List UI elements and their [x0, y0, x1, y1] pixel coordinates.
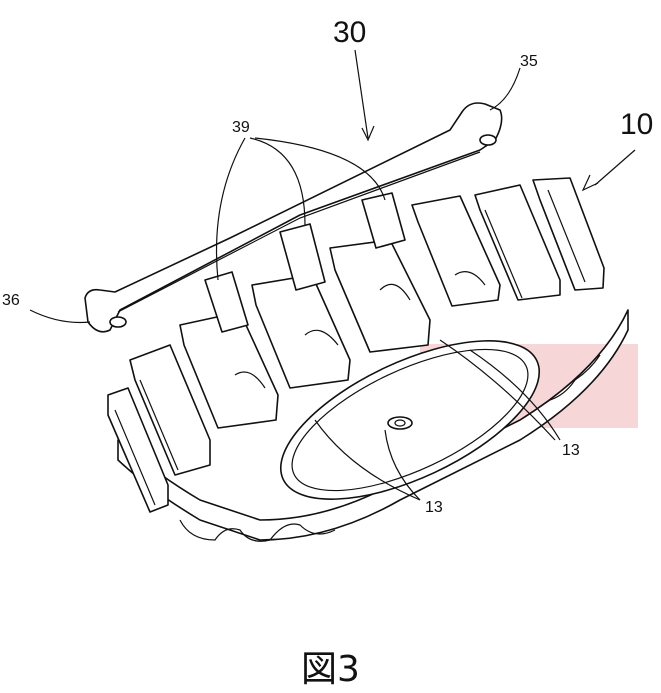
pins-39	[204, 192, 406, 333]
leader-lines	[29, 49, 636, 501]
figure-caption: 図3	[301, 649, 360, 690]
segment-left-2	[107, 387, 169, 513]
label-36: 36	[2, 292, 20, 309]
bracket-30	[84, 102, 503, 333]
segment-right-1	[532, 177, 605, 291]
rotor-disc	[279, 340, 541, 500]
label-39: 39	[232, 119, 250, 136]
label-13-bottom: 13	[425, 499, 443, 516]
label-13-right: 13	[562, 442, 580, 459]
label-30: 30	[333, 16, 366, 49]
label-10: 10	[620, 108, 653, 141]
label-35: 35	[520, 53, 538, 70]
segment-right-2	[474, 184, 561, 301]
segment-right-3	[411, 195, 501, 307]
segment-left-1	[129, 344, 211, 476]
segment-center-1	[329, 239, 431, 353]
